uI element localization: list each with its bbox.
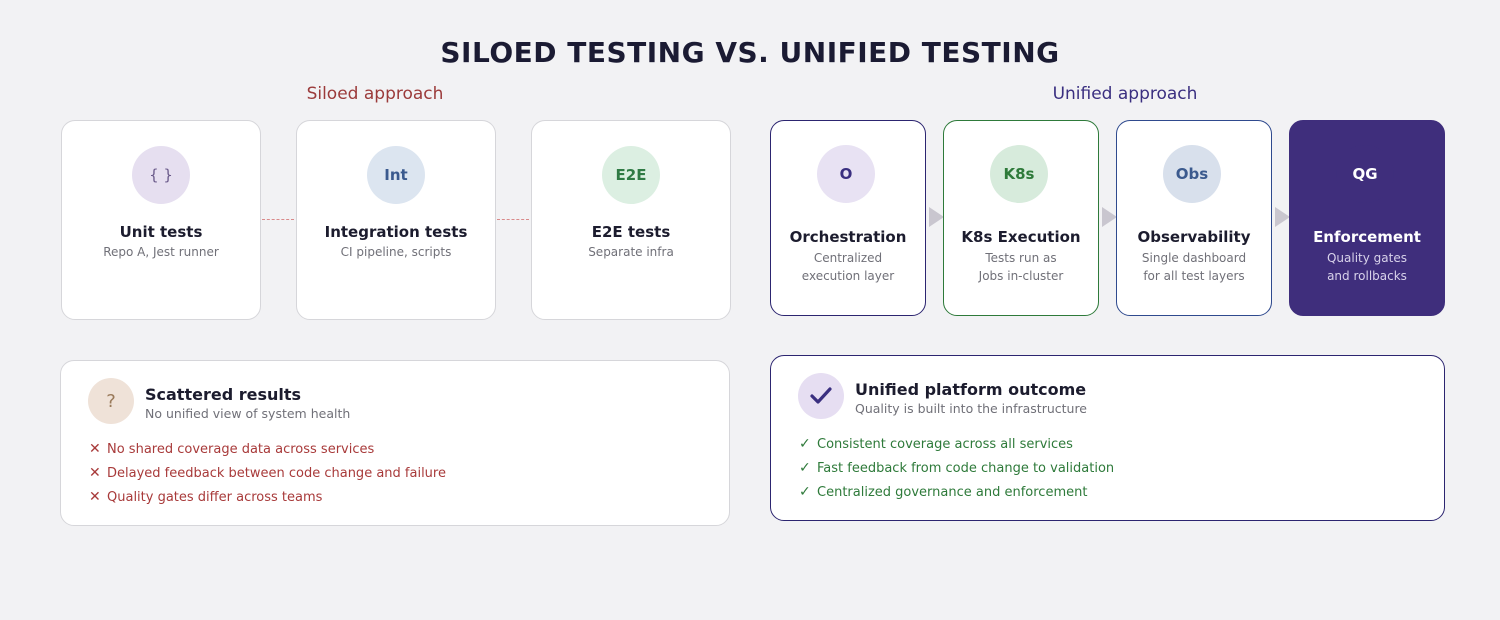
- check-icon: [798, 373, 844, 419]
- integration-tests-badge: Int: [367, 146, 425, 204]
- e2e-tests-card: E2E E2E tests Separate infra: [531, 120, 731, 320]
- observability-badge: Obs: [1163, 145, 1221, 203]
- subtitle-line-2: Jobs in-cluster: [978, 269, 1064, 283]
- list-item-text: Fast feedback from code change to valida…: [817, 460, 1115, 476]
- card-title: Orchestration: [789, 228, 907, 246]
- subtitle-line-2: for all test layers: [1143, 269, 1245, 283]
- scattered-title: Scattered results: [145, 385, 302, 404]
- outcome-title: Unified platform outcome: [855, 380, 1087, 399]
- check-icon: ✓: [799, 484, 811, 500]
- unit-tests-badge: { }: [132, 146, 190, 204]
- cross-icon: ✕: [89, 489, 101, 505]
- check-icon: ✓: [799, 460, 811, 476]
- subtitle-line-1: Tests run as: [985, 251, 1057, 265]
- card-title: Integration tests: [324, 223, 468, 241]
- card-subtitle: Centralized execution layer: [771, 249, 925, 285]
- card-subtitle: Single dashboard for all test layers: [1117, 249, 1271, 285]
- card-title: E2E tests: [591, 223, 671, 241]
- unified-approach-label: Unified approach: [1052, 84, 1198, 104]
- arrow-right-icon: [929, 207, 944, 227]
- unit-tests-card: { } Unit tests Repo A, Jest runner: [61, 120, 261, 320]
- cross-icon: ✕: [89, 441, 101, 457]
- card-title: Enforcement: [1313, 228, 1421, 246]
- list-item: ✓ Consistent coverage across all service…: [799, 436, 1073, 452]
- e2e-tests-badge: E2E: [602, 146, 660, 204]
- arrow-right-icon: [1102, 207, 1117, 227]
- card-title: Observability: [1137, 228, 1251, 246]
- card-subtitle: Tests run as Jobs in-cluster: [944, 249, 1098, 285]
- subtitle-line-1: Single dashboard: [1141, 251, 1247, 265]
- card-title: K8s Execution: [961, 228, 1081, 246]
- card-subtitle: Quality gates and rollbacks: [1290, 249, 1444, 285]
- list-item-text: Consistent coverage across all services: [817, 436, 1073, 452]
- page-title: SILOED TESTING VS. UNIFIED TESTING: [440, 36, 1060, 69]
- dashed-connector: [497, 219, 529, 220]
- card-subtitle: CI pipeline, scripts: [340, 245, 452, 259]
- card-subtitle: Separate infra: [588, 245, 674, 259]
- list-item-text: Quality gates differ across teams: [107, 489, 323, 505]
- k8s-execution-card: K8s K8s Execution Tests run as Jobs in-c…: [943, 120, 1099, 316]
- scattered-subtitle: No unified view of system health: [145, 406, 351, 421]
- observability-card: Obs Observability Single dashboard for a…: [1116, 120, 1272, 316]
- unified-outcome-panel: Unified platform outcome Quality is buil…: [770, 355, 1445, 521]
- orchestration-badge: O: [817, 145, 875, 203]
- list-item: ✓ Centralized governance and enforcement: [799, 484, 1087, 500]
- card-subtitle: Repo A, Jest runner: [103, 245, 219, 259]
- integration-tests-card: Int Integration tests CI pipeline, scrip…: [296, 120, 496, 320]
- list-item: ✕ No shared coverage data across service…: [89, 441, 374, 457]
- dashed-connector: [262, 219, 294, 220]
- question-icon: ?: [88, 378, 134, 424]
- arrow-right-icon: [1275, 207, 1290, 227]
- orchestration-card: O Orchestration Centralized execution la…: [770, 120, 926, 316]
- list-item: ✕ Quality gates differ across teams: [89, 489, 322, 505]
- subtitle-line-1: Centralized: [813, 251, 883, 265]
- card-title: Unit tests: [119, 223, 203, 241]
- list-item: ✕ Delayed feedback between code change a…: [89, 465, 446, 481]
- list-item-text: No shared coverage data across services: [107, 441, 375, 457]
- check-icon: ✓: [799, 436, 811, 452]
- list-item-text: Delayed feedback between code change and…: [107, 465, 446, 481]
- subtitle-line-2: and rollbacks: [1327, 269, 1407, 283]
- outcome-subtitle: Quality is built into the infrastructure: [855, 401, 1088, 416]
- scattered-results-panel: ? Scattered results No unified view of s…: [60, 360, 730, 526]
- check-icon-shape: [810, 387, 832, 404]
- subtitle-line-2: execution layer: [801, 269, 895, 283]
- cross-icon: ✕: [89, 465, 101, 481]
- k8s-badge: K8s: [990, 145, 1048, 203]
- subtitle-line-1: Quality gates: [1326, 251, 1407, 265]
- enforcement-card: QG Enforcement Quality gates and rollbac…: [1289, 120, 1445, 316]
- quality-gate-badge: QG: [1336, 145, 1394, 203]
- list-item-text: Centralized governance and enforcement: [817, 484, 1088, 500]
- list-item: ✓ Fast feedback from code change to vali…: [799, 460, 1114, 476]
- siloed-approach-label: Siloed approach: [306, 84, 444, 104]
